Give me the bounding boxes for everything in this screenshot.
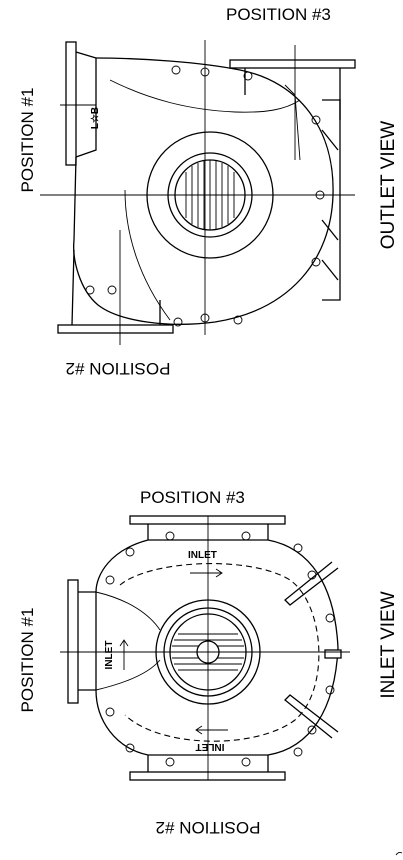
inlet-left-label: INLET bbox=[104, 641, 115, 670]
inlet-position-3-label: POSITION #3 bbox=[140, 488, 245, 507]
inlet-bottom-flange bbox=[129, 771, 286, 781]
inlet-bottom-label: INLET bbox=[196, 741, 225, 752]
inlet-position-1-label: POSITION #1 bbox=[18, 608, 37, 713]
outlet-bolt-holes bbox=[85, 65, 325, 327]
inlet-left-arrow-icon bbox=[119, 639, 129, 670]
inlet-left-duct bbox=[78, 591, 96, 691]
inlet-bolt-holes bbox=[105, 531, 335, 767]
inlet-top-duct bbox=[147, 524, 269, 540]
outlet-left-duct bbox=[75, 51, 97, 158]
outlet-right-bracket bbox=[322, 99, 341, 301]
outlet-view: POSITION #3 POSITION #1 POSITION #2 OUTL… bbox=[18, 5, 399, 378]
outlet-scroll-inner-left bbox=[124, 189, 171, 321]
inlet-view-label: INLET VIEW bbox=[378, 591, 399, 698]
inlet-left-flange bbox=[67, 579, 79, 704]
outlet-housing-scroll bbox=[73, 57, 334, 325]
outlet-position-3-label: POSITION #3 bbox=[226, 5, 331, 24]
inlet-right-tab bbox=[324, 649, 342, 659]
outlet-scroll-inner-right bbox=[284, 84, 301, 161]
outlet-mark-label: L☆B bbox=[90, 107, 101, 129]
inlet-view: POSITION #3 POSITION #1 POSITION #2 INLE… bbox=[18, 488, 399, 837]
inlet-right-support-upper bbox=[284, 561, 339, 606]
corner-mark bbox=[395, 851, 403, 856]
outlet-left-flange bbox=[65, 41, 77, 166]
inlet-position-2-label: POSITION #2 bbox=[156, 818, 261, 837]
outlet-top-flange bbox=[229, 59, 356, 69]
inlet-top-arrow-icon bbox=[190, 568, 223, 578]
inlet-top-flange bbox=[129, 515, 286, 525]
outlet-right-bracket-ribs bbox=[321, 129, 339, 281]
inlet-top-label: INLET bbox=[188, 550, 217, 561]
inlet-housing-outer bbox=[95, 539, 339, 756]
inlet-right-support-lower bbox=[284, 694, 339, 739]
inlet-bottom-duct bbox=[147, 755, 269, 772]
outlet-position-2-label: POSITION #2 bbox=[66, 359, 171, 378]
outlet-bottom-duct bbox=[71, 249, 161, 326]
outlet-bottom-flange bbox=[57, 324, 174, 334]
outlet-scroll-inner-top bbox=[109, 79, 301, 113]
outlet-view-label: OUTLET VIEW bbox=[378, 121, 399, 250]
inlet-bottom-arrow-icon bbox=[195, 725, 228, 735]
outlet-position-1-label: POSITION #1 bbox=[18, 88, 37, 193]
